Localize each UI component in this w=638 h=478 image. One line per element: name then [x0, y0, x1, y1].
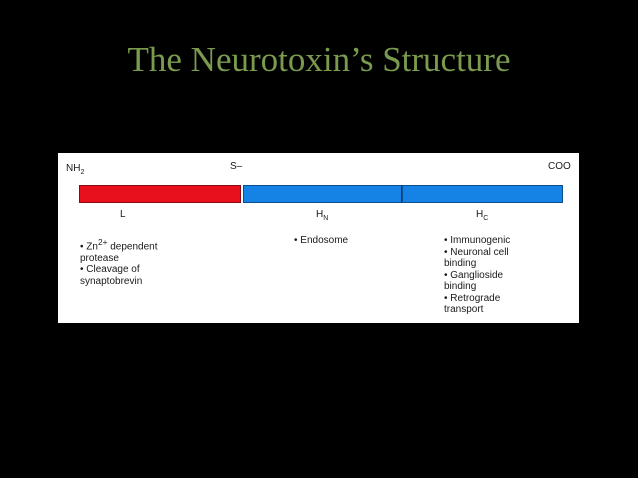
light-chain-bar [79, 185, 241, 203]
domain-separator [401, 185, 402, 203]
hc-function-list: • Immunogenic • Neuronal cell binding • … [444, 235, 532, 316]
disulfide-label: S– [230, 161, 243, 172]
list-item: • Retrograde transport [444, 292, 501, 316]
neurotoxin-diagram: NH2 S– COO L HN HC • Zn2+ dependent prot… [58, 153, 579, 323]
domain-label-hc: HC [476, 209, 489, 222]
heavy-chain-hc-bar [402, 185, 563, 203]
c-terminus-label: COO [548, 161, 571, 172]
list-item: • Cleavage of synaptobrevin [80, 264, 143, 287]
l-function-list: • Zn2+ dependent protease • Cleavage of … [80, 237, 190, 287]
list-item: • Zn2+ dependent protease [80, 237, 158, 264]
list-item: • Immunogenic [444, 235, 511, 246]
slide-title: The Neurotoxin’s Structure [127, 40, 511, 79]
n-terminus-label: NH2 [66, 163, 85, 176]
domain-label-l: L [120, 209, 126, 220]
list-item: • Neuronal cell binding [444, 246, 509, 270]
heavy-chain-hn-bar [243, 185, 403, 203]
hn-function-list: • Endosome [294, 235, 394, 247]
list-item: • Ganglioside binding [444, 269, 504, 293]
list-item: • Endosome [294, 235, 349, 246]
domain-label-hn: HN [316, 209, 329, 222]
